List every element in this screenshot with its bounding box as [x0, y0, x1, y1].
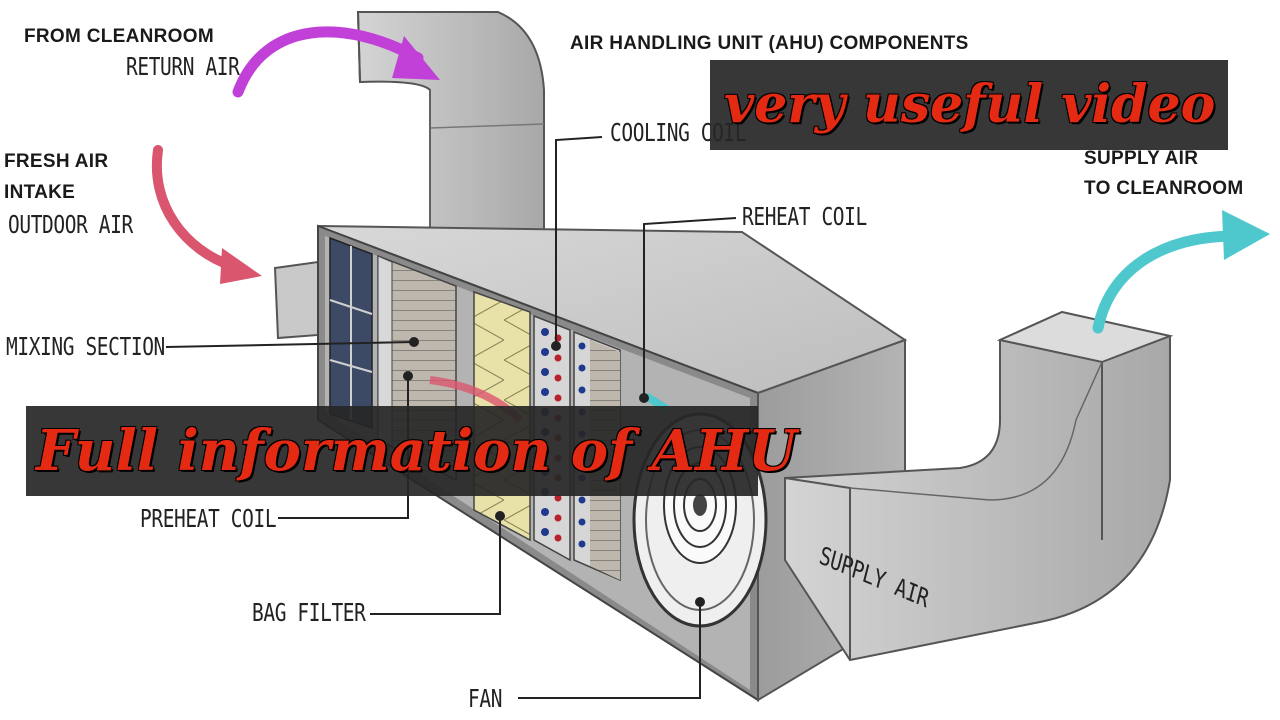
fresh-air-intake-label: INTAKE [4, 182, 76, 203]
return-air-arrow-head [392, 36, 440, 80]
fresh-air-arrow [151, 145, 237, 271]
main-caption-text: Full information of AHU [36, 418, 797, 484]
return-source-label: FROM CLEANROOM [24, 26, 214, 47]
to-cleanroom-label: TO CLEANROOM [1084, 178, 1244, 199]
supply-air-duct [784, 310, 1174, 662]
fresh-air-arrow-head [220, 248, 262, 284]
leader-lines [165, 136, 737, 699]
return-air-label: RETURN AIR [126, 52, 240, 81]
preheat-coil-label: PREHEAT COIL [140, 504, 277, 533]
fresh-air-inlet [273, 260, 319, 340]
mixing-section-label: MIXING SECTION [6, 332, 165, 361]
main-caption-banner: Full information of AHU [26, 406, 797, 496]
bag-filter-label: BAG FILTER [252, 598, 366, 627]
return-air-arrow [232, 26, 424, 98]
supply-air-arrow [1092, 230, 1236, 334]
top-caption-text: very useful video [724, 74, 1216, 135]
top-caption-banner: very useful video [710, 60, 1228, 150]
supply-air-arrow-head [1222, 210, 1270, 260]
return-air-duct [356, 11, 545, 264]
supply-air-to-label: SUPPLY AIR [1084, 148, 1199, 169]
mixing-section-louvers [329, 236, 373, 430]
outdoor-air-label: OUTDOOR AIR [8, 210, 133, 239]
fan-label: FAN [468, 684, 503, 713]
fresh-air-label: FRESH AIR [4, 151, 109, 172]
diagram-title: AIR HANDLING UNIT (AHU) COMPONENTS [570, 33, 969, 54]
reheat-coil-label: REHEAT COIL [742, 202, 867, 231]
